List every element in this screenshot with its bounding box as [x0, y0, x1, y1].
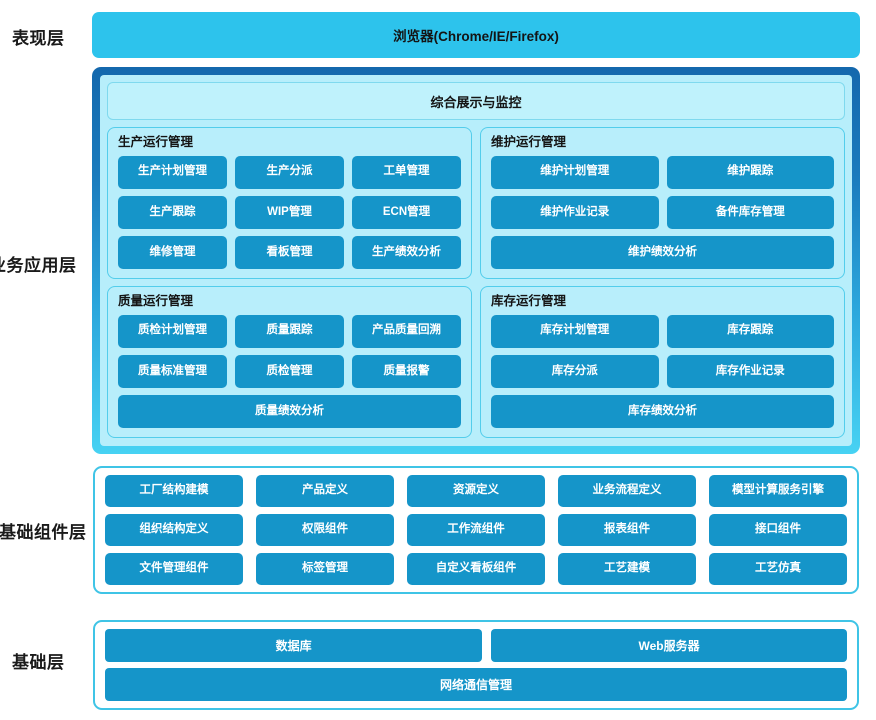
module-chip[interactable]: 库存计划管理: [491, 314, 659, 348]
group-title: 库存运行管理: [491, 294, 567, 308]
grid-line: 维护计划管理 维护跟踪: [491, 155, 834, 189]
component-chip[interactable]: 自定义看板组件: [407, 553, 545, 585]
layer-label-components: 基础组件层: [0, 523, 87, 542]
module-chip[interactable]: 生产分派: [235, 155, 344, 189]
business-layer-inner: 综合展示与监控 生产运行管理 生产计划管理 生产分派 工单管理: [100, 75, 852, 446]
module-chip[interactable]: 维修管理: [118, 235, 227, 270]
business-layer-frame: 综合展示与监控 生产运行管理 生产计划管理 生产分派 工单管理: [92, 67, 860, 454]
component-chip[interactable]: 报表组件: [558, 514, 696, 546]
business-row: 生产运行管理 生产计划管理 生产分派 工单管理 生产跟踪 WIP管理 ECN管理: [107, 127, 845, 279]
module-group-production: 生产运行管理 生产计划管理 生产分派 工单管理 生产跟踪 WIP管理 ECN管理: [107, 127, 472, 279]
grid-line: 生产跟踪 WIP管理 ECN管理: [118, 195, 461, 229]
grid-line: 质量绩效分析: [118, 394, 461, 429]
group-grid: 质检计划管理 质量跟踪 产品质量回溯 质量标准管理 质检管理 质量报警 质量绩效…: [118, 314, 461, 429]
group-grid: 库存计划管理 库存跟踪 库存分派 库存作业记录 库存绩效分析: [491, 314, 834, 429]
module-chip[interactable]: ECN管理: [352, 195, 461, 229]
group-title: 质量运行管理: [118, 294, 194, 308]
component-chip[interactable]: 组织结构定义: [105, 514, 243, 546]
module-chip[interactable]: 看板管理: [235, 235, 344, 270]
module-group-quality: 质量运行管理 质检计划管理 质量跟踪 产品质量回溯 质量标准管理 质检管理 质量…: [107, 286, 472, 438]
module-chip[interactable]: 库存绩效分析: [491, 394, 834, 429]
grid-line: 库存计划管理 库存跟踪: [491, 314, 834, 348]
foundation-row: 数据库 Web服务器: [105, 629, 847, 662]
group-title: 生产运行管理: [118, 135, 194, 149]
layer-label-foundation: 基础层: [12, 653, 65, 672]
component-chip[interactable]: 接口组件: [709, 514, 847, 546]
module-chip[interactable]: 质检管理: [235, 354, 344, 388]
module-chip[interactable]: 备件库存管理: [666, 195, 834, 229]
business-group-rows: 生产运行管理 生产计划管理 生产分派 工单管理 生产跟踪 WIP管理 ECN管理: [107, 127, 845, 438]
module-chip[interactable]: 生产绩效分析: [352, 235, 461, 270]
module-chip[interactable]: 工单管理: [352, 155, 461, 189]
grid-line: 维护作业记录 备件库存管理: [491, 195, 834, 229]
module-group-inventory: 库存运行管理 库存计划管理 库存跟踪 库存分派 库存作业记录 库: [480, 286, 845, 438]
grid-line: 质检计划管理 质量跟踪 产品质量回溯: [118, 314, 461, 348]
module-chip[interactable]: 库存跟踪: [666, 314, 834, 348]
foundation-chip-network[interactable]: 网络通信管理: [105, 668, 847, 701]
module-chip[interactable]: 质量标准管理: [118, 354, 227, 388]
component-chip[interactable]: 资源定义: [407, 475, 545, 507]
component-chip[interactable]: 工作流组件: [407, 514, 545, 546]
module-chip[interactable]: 库存分派: [491, 354, 659, 388]
foundation-layer-frame: 数据库 Web服务器 网络通信管理: [93, 620, 859, 710]
module-chip[interactable]: 产品质量回溯: [352, 314, 461, 348]
components-row: 工厂结构建模 产品定义 资源定义 业务流程定义 模型计算服务引擎: [105, 475, 847, 507]
module-chip[interactable]: 质量绩效分析: [118, 394, 461, 429]
component-chip[interactable]: 标签管理: [256, 553, 394, 585]
module-chip[interactable]: 维护作业记录: [491, 195, 659, 229]
grid-line: 库存分派 库存作业记录: [491, 354, 834, 388]
module-chip[interactable]: 维护绩效分析: [491, 235, 834, 270]
grid-line: 维修管理 看板管理 生产绩效分析: [118, 235, 461, 270]
module-chip[interactable]: 质量跟踪: [235, 314, 344, 348]
layer-label-business: 业务应用层: [0, 256, 77, 275]
foundation-row: 网络通信管理: [105, 668, 847, 701]
grid-line: 维护绩效分析: [491, 235, 834, 270]
component-chip[interactable]: 权限组件: [256, 514, 394, 546]
layer-label-presentation: 表现层: [12, 29, 65, 48]
grid-line: 库存绩效分析: [491, 394, 834, 429]
component-chip[interactable]: 工艺建模: [558, 553, 696, 585]
module-chip[interactable]: 库存作业记录: [666, 354, 834, 388]
component-chip[interactable]: 产品定义: [256, 475, 394, 507]
foundation-chip-webserver[interactable]: Web服务器: [491, 629, 847, 662]
components-row: 组织结构定义 权限组件 工作流组件 报表组件 接口组件: [105, 514, 847, 546]
component-chip[interactable]: 模型计算服务引擎: [709, 475, 847, 507]
group-grid: 维护计划管理 维护跟踪 维护作业记录 备件库存管理 维护绩效分析: [491, 155, 834, 270]
module-chip[interactable]: WIP管理: [235, 195, 344, 229]
group-grid: 生产计划管理 生产分派 工单管理 生产跟踪 WIP管理 ECN管理 维修管理: [118, 155, 461, 270]
module-chip[interactable]: 生产跟踪: [118, 195, 227, 229]
component-chip[interactable]: 业务流程定义: [558, 475, 696, 507]
grid-line: 生产计划管理 生产分派 工单管理: [118, 155, 461, 189]
integrated-monitoring-box[interactable]: 综合展示与监控: [107, 82, 845, 120]
component-chip[interactable]: 工艺仿真: [709, 553, 847, 585]
presentation-browser-box[interactable]: 浏览器(Chrome/IE/Firefox): [92, 12, 860, 58]
module-chip[interactable]: 质检计划管理: [118, 314, 227, 348]
grid-line: 质量标准管理 质检管理 质量报警: [118, 354, 461, 388]
components-layer-frame: 工厂结构建模 产品定义 资源定义 业务流程定义 模型计算服务引擎 组织结构定义 …: [93, 466, 859, 594]
module-chip[interactable]: 维护跟踪: [666, 155, 834, 189]
component-chip[interactable]: 文件管理组件: [105, 553, 243, 585]
components-row: 文件管理组件 标签管理 自定义看板组件 工艺建模 工艺仿真: [105, 553, 847, 585]
module-chip[interactable]: 生产计划管理: [118, 155, 227, 189]
business-row: 质量运行管理 质检计划管理 质量跟踪 产品质量回溯 质量标准管理 质检管理 质量…: [107, 286, 845, 438]
component-chip[interactable]: 工厂结构建模: [105, 475, 243, 507]
module-chip[interactable]: 质量报警: [352, 354, 461, 388]
group-title: 维护运行管理: [491, 135, 567, 149]
foundation-chip-database[interactable]: 数据库: [105, 629, 483, 662]
module-chip[interactable]: 维护计划管理: [491, 155, 659, 189]
module-group-maintenance: 维护运行管理 维护计划管理 维护跟踪 维护作业记录 备件库存管理: [480, 127, 845, 279]
